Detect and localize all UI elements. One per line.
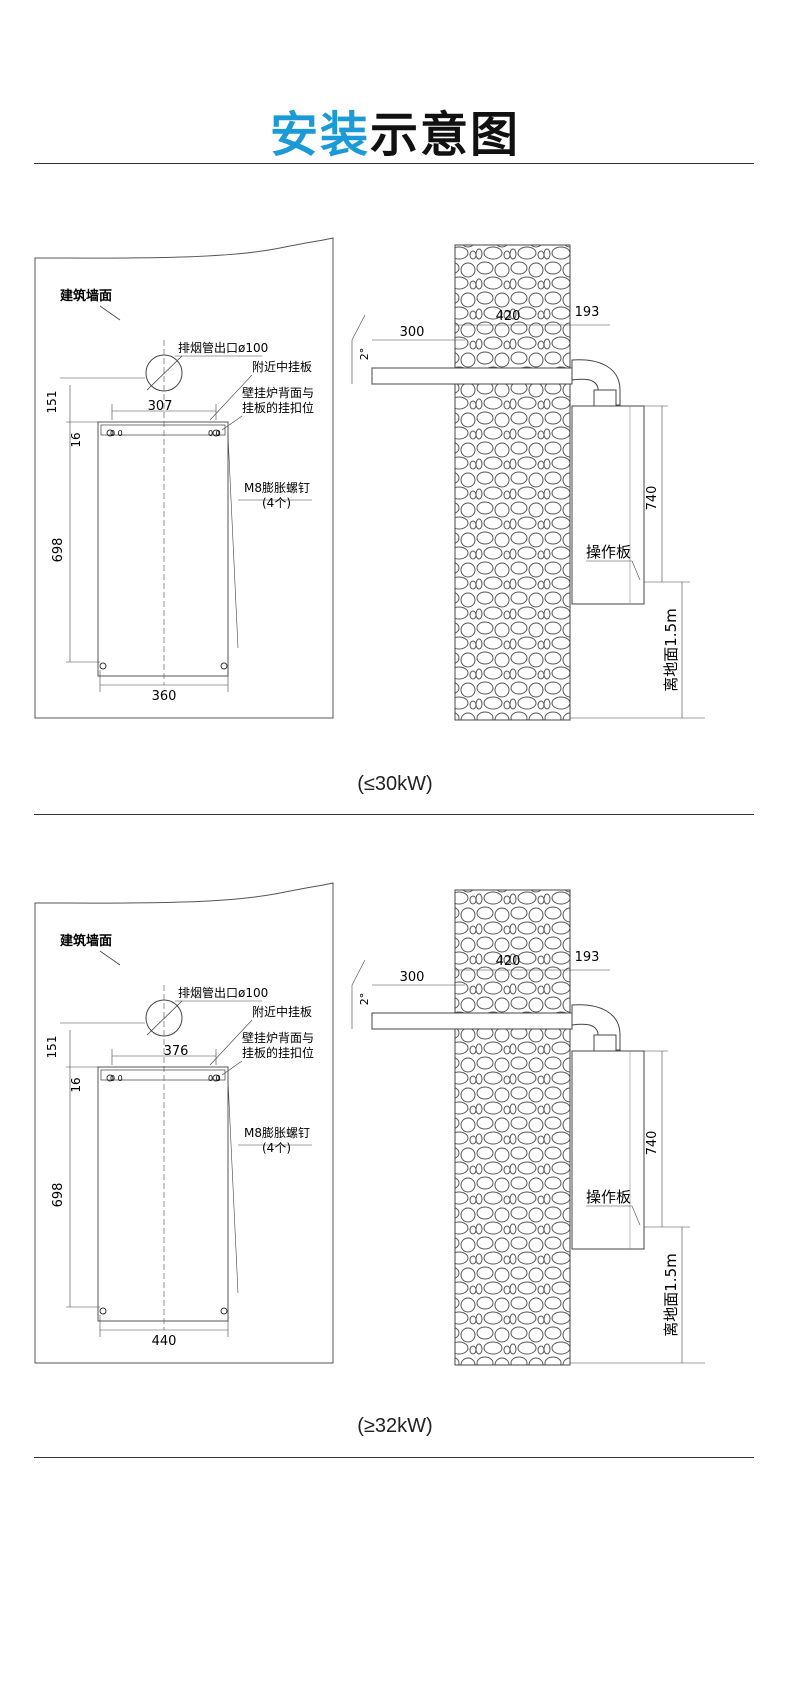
caption-2: (≥32kW) <box>357 1415 433 1437</box>
dim-740: 740 <box>645 1131 660 1156</box>
dim-698: 698 <box>51 1183 66 1208</box>
dim-16: 16 <box>69 432 83 447</box>
dim-193: 193 <box>575 305 600 320</box>
stone-wall <box>454 889 571 1366</box>
diagram-section-1: 建筑墙面 排烟管出口ø100 附近中挂板 壁挂炉背面与 挂板的挂扣位 307 0… <box>34 237 705 721</box>
bracket-pos-label-1: 壁挂炉背面与 <box>242 1030 314 1045</box>
hole-mark-left: 0 0 <box>110 1074 123 1083</box>
unit-outline <box>97 1066 229 1322</box>
page-title: 安装示意图 <box>0 95 790 165</box>
screw-label-1: M8膨胀螺钉 <box>244 1126 310 1140</box>
dim-420: 420 <box>496 954 521 969</box>
boiler-unit <box>571 405 645 605</box>
screw-label-2: (4个) <box>262 1141 291 1155</box>
floor-height-label: 离地面1.5m <box>662 608 680 691</box>
flue-label: 排烟管出口ø100 <box>178 985 268 1000</box>
dim-300: 300 <box>400 325 425 340</box>
front-view: 建筑墙面 排烟管出口ø100 附近中挂板 壁挂炉背面与 挂板的挂扣位 307 0… <box>34 237 334 719</box>
dim-193: 193 <box>575 950 600 965</box>
diagram-section-2: 建筑墙面 排烟管出口ø100 附近中挂板 壁挂炉背面与 挂板的挂扣位 376 0… <box>34 882 705 1366</box>
screw-label-2: (4个) <box>262 496 291 510</box>
unit-outline <box>97 421 229 677</box>
hole-mark-right: 0 0 <box>208 1074 221 1083</box>
title-accent: 安装 <box>269 107 370 163</box>
side-view: 2° 300 420 193 740 操作板 离地面1.5m <box>351 244 705 721</box>
top-width-dim: 376 <box>164 1044 189 1059</box>
side-view: 2° 300 420 193 740 操作板 离地面1.5m <box>351 889 705 1366</box>
wall-outline <box>34 882 334 1364</box>
panel-label: 操作板 <box>586 543 631 561</box>
flue-pipe <box>371 367 573 385</box>
bracket-pos-label-2: 挂板的挂扣位 <box>242 400 314 415</box>
angle-label: 2° <box>358 348 371 361</box>
flue-pipe <box>371 1012 573 1030</box>
screw-label-1: M8膨胀螺钉 <box>244 481 310 495</box>
front-view: 建筑墙面 排烟管出口ø100 附近中挂板 壁挂炉背面与 挂板的挂扣位 376 0… <box>34 882 334 1364</box>
middle-bracket-label: 附近中挂板 <box>252 359 312 374</box>
angle-label: 2° <box>358 993 371 1006</box>
stone-wall <box>454 244 571 721</box>
hole-mark-left: 0 0 <box>110 429 123 438</box>
title-main: 示意图 <box>370 107 521 163</box>
dim-698: 698 <box>51 538 66 563</box>
dim-16: 16 <box>69 1077 83 1092</box>
divider-bottom <box>34 1457 754 1458</box>
wall-outline <box>34 237 334 719</box>
mounting-bracket <box>100 424 226 436</box>
dim-740: 740 <box>645 486 660 511</box>
bracket-pos-label-2: 挂板的挂扣位 <box>242 1045 314 1060</box>
boiler-unit <box>571 1050 645 1250</box>
flue-label: 排烟管出口ø100 <box>178 340 268 355</box>
dim-420: 420 <box>496 309 521 324</box>
floor-height-label: 离地面1.5m <box>662 1253 680 1336</box>
top-width-dim: 307 <box>148 399 173 414</box>
mounting-bracket <box>100 1069 226 1081</box>
panel-label: 操作板 <box>586 1188 631 1206</box>
wall-label: 建筑墙面 <box>60 288 112 304</box>
hole-mark-right: 0 0 <box>208 429 221 438</box>
dim-151: 151 <box>45 391 59 414</box>
bracket-pos-label-1: 壁挂炉背面与 <box>242 385 314 400</box>
bottom-width-dim: 440 <box>152 1334 177 1349</box>
divider-top <box>34 163 754 164</box>
dim-151: 151 <box>45 1036 59 1059</box>
bottom-width-dim: 360 <box>152 689 177 704</box>
middle-bracket-label: 附近中挂板 <box>252 1004 312 1019</box>
dim-300: 300 <box>400 970 425 985</box>
wall-label: 建筑墙面 <box>60 933 112 949</box>
caption-1: (≤30kW) <box>357 773 433 795</box>
divider-middle <box>34 814 754 815</box>
